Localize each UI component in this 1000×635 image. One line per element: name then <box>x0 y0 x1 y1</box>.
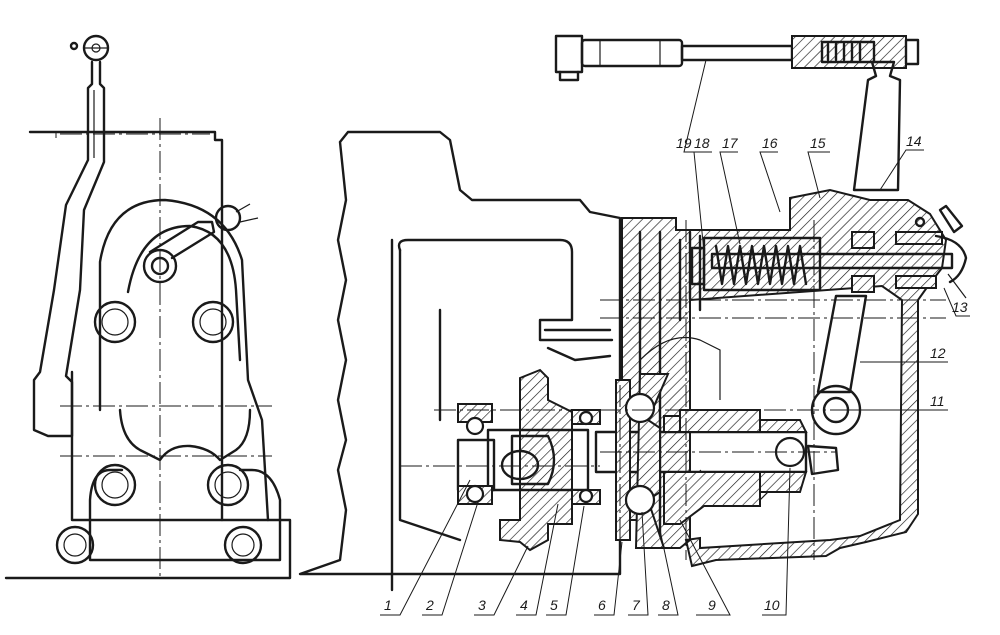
callout-10: 10 <box>764 597 780 613</box>
callout-6: 6 <box>598 597 606 613</box>
callout-8: 8 <box>662 597 670 613</box>
callout-13: 13 <box>952 299 968 315</box>
rod-end-fork <box>554 34 584 74</box>
domed-cover <box>98 198 270 522</box>
rod-assembly <box>554 34 920 192</box>
end-housing <box>4 130 292 580</box>
callout-5: 5 <box>550 597 558 613</box>
callout-19: 19 <box>676 135 692 151</box>
control-rod <box>32 60 106 438</box>
leader-lines <box>380 59 970 616</box>
callout-17: 17 <box>722 135 739 151</box>
end-ball <box>214 204 242 232</box>
callout-15: 15 <box>810 135 826 151</box>
callout-3: 3 <box>478 597 486 613</box>
callout-12: 12 <box>930 345 946 361</box>
main-casing <box>298 130 622 576</box>
callout-2: 2 <box>425 597 434 613</box>
callout-4: 4 <box>520 597 528 613</box>
callout-9: 9 <box>708 597 716 613</box>
spring-rod <box>710 252 954 270</box>
housing-bolts <box>55 300 263 565</box>
handle-lever <box>852 60 902 192</box>
fork-lever <box>816 294 868 394</box>
callout-1: 1 <box>384 597 392 613</box>
callout-18: 18 <box>694 135 710 151</box>
section-view <box>298 130 968 592</box>
spring <box>714 244 808 286</box>
callout-7: 7 <box>632 597 641 613</box>
input-shaft <box>486 428 590 492</box>
spring-chamber <box>702 236 822 292</box>
callout-labels: 1 2 3 4 5 6 7 8 9 10 11 12 13 14 15 16 1… <box>384 133 968 613</box>
end-view <box>4 34 292 580</box>
callout-16: 16 <box>762 135 778 151</box>
callout-11: 11 <box>930 393 945 409</box>
callout-14: 14 <box>906 133 922 149</box>
